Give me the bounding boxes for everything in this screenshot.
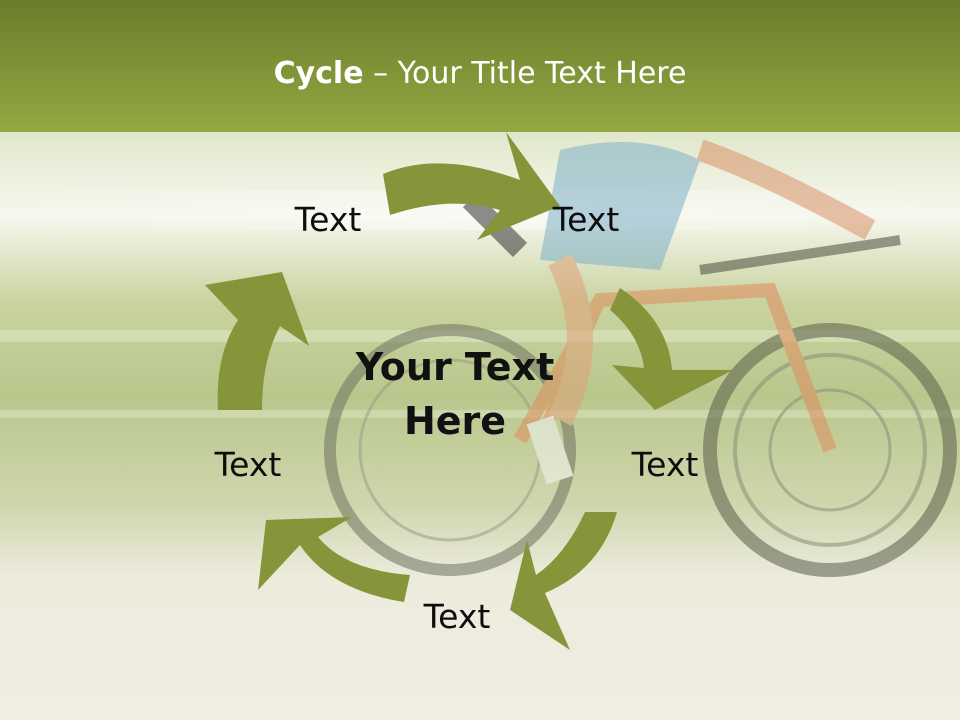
- title-rest-part: – Your Title Text Here: [363, 56, 687, 91]
- center-text: Your Text Here: [355, 340, 555, 448]
- title-bar: [0, 0, 960, 132]
- cycle-arrow-bottom-left: [258, 517, 410, 602]
- cycle-arrow-top: [383, 132, 560, 240]
- cycle-arrow-left: [205, 272, 309, 410]
- slide-title: Cycle – Your Title Text Here: [0, 54, 960, 94]
- cycle-label-bottom: Text: [423, 597, 491, 636]
- cycle-label-left: Text: [214, 445, 282, 484]
- cycle-label-top-left: Text: [294, 200, 362, 239]
- cycle-arrow-bottom-right: [510, 512, 617, 650]
- cycle-arrow-right: [610, 288, 733, 410]
- title-bold-part: Cycle: [273, 56, 364, 91]
- cycle-label-right: Text: [631, 445, 699, 484]
- center-text-line-1: Your Text: [355, 345, 555, 389]
- center-text-line-2: Here: [403, 399, 507, 443]
- cycle-label-top-right: Text: [552, 200, 620, 239]
